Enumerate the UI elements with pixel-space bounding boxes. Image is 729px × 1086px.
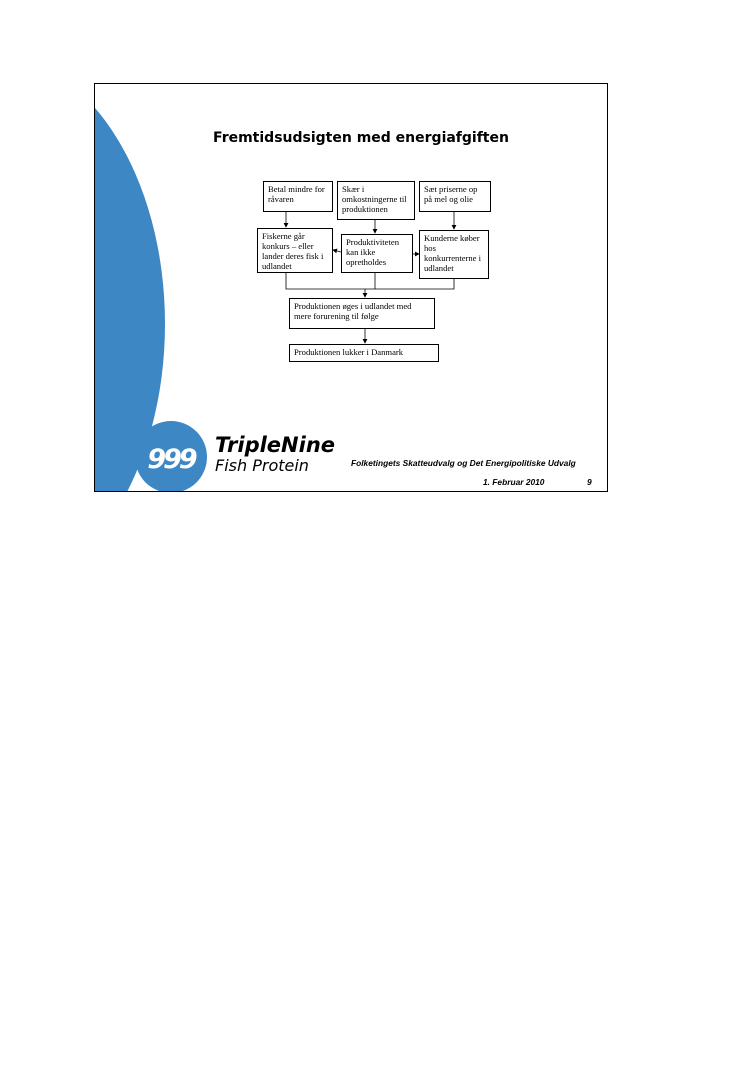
slide-title: Fremtidsudsigten med energiafgiften [213, 130, 509, 146]
arrow-produktiviteten-to-fiskerne [332, 248, 342, 254]
box-produktiviteten: Produktiviteten kan ikke opretholdes [341, 234, 413, 273]
box-fiskerne-konkurs: Fiskerne går konkurs – eller lander dere… [257, 228, 333, 273]
box-saet-priserne: Sæt priserne op på mel og olie [419, 181, 491, 212]
brand-subtitle: Fish Protein [215, 456, 309, 475]
box-produktionen-udlandet: Produktionen øges i udlandet med mere fo… [289, 298, 435, 329]
footer-date: 1. Februar 2010 [483, 477, 545, 487]
box-kunderne: Kunderne køber hos konkurrenterne i udla… [419, 230, 489, 279]
box-betal-mindre: Betal mindre for råvaren [263, 181, 333, 212]
merge-line [285, 273, 455, 290]
slide: Fremtidsudsigten med energiafgiften Beta… [94, 83, 608, 492]
box-skaer-omkostninger: Skær i omkostningerne til produktionen [337, 181, 415, 220]
footer-page-number: 9 [587, 477, 592, 487]
box-produktionen-lukker: Produktionen lukker i Danmark [289, 344, 439, 362]
logo-badge: 999 [135, 421, 207, 491]
footer-committee: Folketingets Skatteudvalg og Det Energip… [351, 458, 576, 468]
brand-name: TripleNine [215, 433, 336, 457]
logo-digits: 999 [147, 443, 197, 475]
flowchart-connectors [283, 212, 457, 344]
